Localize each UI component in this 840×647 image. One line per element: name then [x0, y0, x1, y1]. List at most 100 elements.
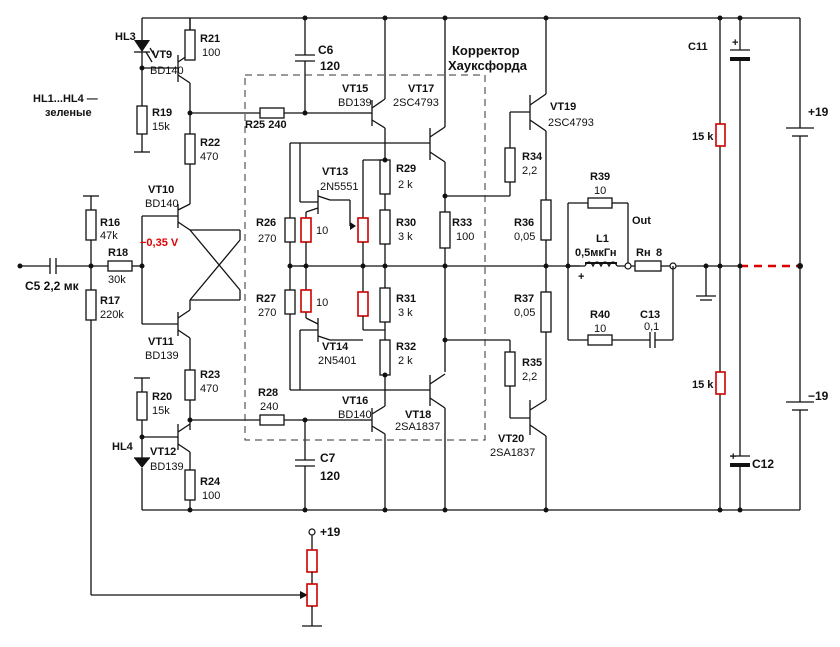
- label-bd140-vt16: BD140: [338, 409, 372, 421]
- battery-positive: [786, 127, 814, 266]
- label-hl-group: HL1...HL4 —: [33, 93, 98, 105]
- label-c7: C7: [320, 451, 336, 465]
- label-r22: R22: [200, 137, 220, 149]
- label-r17: R17: [100, 295, 120, 307]
- positive-rail: [142, 17, 801, 128]
- label-3k-r30: 3 k: [398, 231, 413, 243]
- label-r40: R40: [590, 309, 610, 321]
- resistor-r30: [379, 209, 391, 245]
- label-minus19-rail: −19: [808, 389, 829, 403]
- label-c12: C12: [752, 457, 774, 471]
- transistor-vt16: [360, 375, 386, 510]
- led-hl3: [134, 40, 150, 52]
- label-15k-upper: 15 k: [692, 131, 714, 143]
- resistor-r35: [504, 351, 516, 387]
- label-bd139-vt12: BD139: [150, 461, 184, 473]
- label-2n5401: 2N5401: [318, 355, 357, 367]
- resistor-r19: [136, 105, 148, 135]
- resistor-r25: [259, 107, 285, 119]
- capacitor-c11: [730, 49, 750, 61]
- label-r34: R34: [522, 151, 543, 163]
- label-vt18: VT18: [405, 409, 431, 421]
- label-47k: 47k: [100, 230, 118, 242]
- label-bd140-vt10: BD140: [145, 198, 179, 210]
- label-3k-r31: 3 k: [398, 307, 413, 319]
- negative-rail: [190, 410, 801, 511]
- led-hl4: [134, 458, 150, 468]
- transistor-vt18: [290, 373, 446, 510]
- label-220k: 220k: [100, 309, 124, 321]
- label-c5: C5 2,2 мк: [25, 279, 80, 293]
- label-r21: R21: [200, 33, 220, 45]
- label-vt9: VT9: [152, 49, 172, 61]
- resistor-r40: [587, 334, 613, 346]
- label-r26: R26: [256, 217, 276, 229]
- inductor-l1: [584, 261, 618, 268]
- label-r23: R23: [200, 369, 220, 381]
- label-plus-c11: +: [732, 37, 738, 49]
- label-bd139-vt15: BD139: [338, 97, 372, 109]
- resistor-r27: [284, 289, 296, 315]
- label-2sa1837-vt18: 2SA1837: [395, 421, 440, 433]
- resistor-bias-lower: [306, 583, 318, 607]
- label-rn: Rн: [636, 247, 651, 259]
- label-10-upper: 10: [316, 225, 328, 237]
- label-r16: R16: [100, 217, 120, 229]
- transistor-vt14: [299, 312, 363, 390]
- transistor-vt13: [299, 143, 350, 218]
- resistor-r20: [136, 391, 148, 421]
- label-10-r39: 10: [594, 185, 606, 197]
- capacitor-c6: [295, 18, 315, 113]
- label-22-r35: 2,2: [522, 371, 537, 383]
- label-vt11: VT11: [148, 336, 174, 348]
- label-vt17: VT17: [408, 83, 434, 95]
- label-470-r23: 470: [200, 383, 218, 395]
- label-2k-r32: 2 k: [398, 355, 413, 367]
- label-005-r36: 0,05: [514, 231, 535, 243]
- transistor-vt17: [290, 18, 446, 196]
- resistor-15k-lower: [715, 371, 726, 395]
- label-out: Out: [632, 215, 651, 227]
- label-l1: L1: [596, 233, 609, 245]
- resistor-r21: [184, 29, 196, 61]
- resistor-bias-upper: [306, 549, 318, 573]
- transistor-vt12: [142, 423, 191, 453]
- label-270-r27: 270: [258, 307, 276, 319]
- label-vt15: VT15: [342, 83, 368, 95]
- label-240-r28: 240: [260, 401, 278, 413]
- label-2n5551: 2N5551: [320, 181, 359, 193]
- resistor-r22: [184, 133, 196, 165]
- resistor-r39: [587, 197, 613, 209]
- resistor-r17: [85, 289, 97, 321]
- label-270-r26: 270: [258, 233, 276, 245]
- resistor-r36: [540, 199, 552, 241]
- label-r36: R36: [514, 217, 534, 229]
- label-vt14: VT14: [322, 341, 349, 353]
- resistor-r34: [504, 147, 516, 183]
- label-r37: R37: [514, 293, 534, 305]
- transistor-vt19: [510, 18, 547, 200]
- label-green: зеленые: [45, 107, 92, 119]
- resistor-red-left-lower: [300, 289, 312, 313]
- label-r32: R32: [396, 341, 416, 353]
- label-8: 8: [656, 247, 662, 259]
- label-120-c7: 120: [320, 469, 340, 483]
- label-100-r24: 100: [202, 490, 220, 502]
- battery-negative: [786, 266, 814, 411]
- label-470-r22: 470: [200, 151, 218, 163]
- resistor-15k-upper: [715, 123, 726, 147]
- corrector-title-line1: Корректор: [452, 43, 520, 58]
- resistor-r29: [379, 159, 391, 195]
- label-100-r21: 100: [202, 47, 220, 59]
- transistor-vt11: [142, 309, 191, 339]
- hawksford-corrector-frame: [244, 74, 486, 441]
- label-bd139-vt11: BD139: [145, 350, 179, 362]
- label-c13: C13: [640, 309, 660, 321]
- label-r28: R28: [258, 387, 278, 399]
- label-r31: R31: [396, 293, 416, 305]
- label-vt20: VT20: [498, 433, 524, 445]
- label-10-r40: 10: [594, 323, 606, 335]
- resistor-r33: [439, 211, 451, 249]
- label-2sc4793-vt17: 2SC4793: [393, 97, 439, 109]
